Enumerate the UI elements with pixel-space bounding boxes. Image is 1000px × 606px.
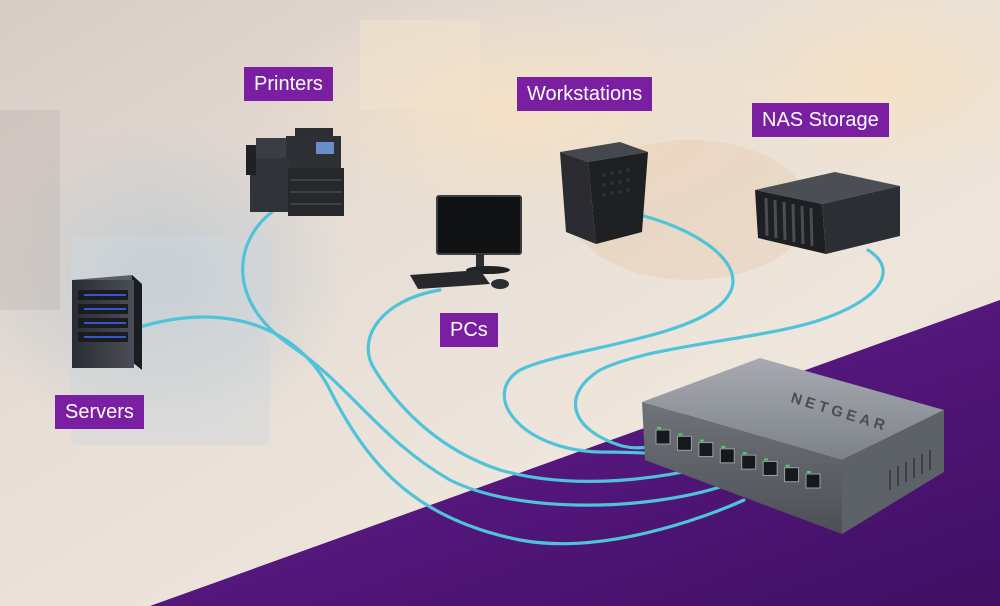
cable-printers [241,210,725,507]
port-led [764,458,769,461]
workstation-icon [560,142,648,244]
server-icon [72,275,142,370]
network-switch: NETGEAR [642,358,944,534]
switch-port [676,435,692,451]
cable-pcs [366,288,704,483]
printer-icon [246,128,344,216]
switch-port [762,460,778,476]
label-workstations: Workstations [517,77,653,111]
label-servers: Servers [55,395,144,429]
port-led [699,439,704,442]
port-led [785,464,790,467]
port-led [721,445,726,448]
switch-port [655,429,671,445]
port-led [742,452,747,455]
label-nas-storage: NAS Storage [752,103,889,137]
cable-servers [138,315,746,546]
port-led [807,471,811,473]
switch-port [805,473,821,489]
label-pcs: PCs [440,313,498,347]
port-led [678,433,683,436]
nas-storage-icon [755,172,900,254]
port-led [657,427,661,429]
switch-port [698,442,714,458]
network-cables [138,210,885,546]
switch-port [741,454,757,470]
cable-nas [573,248,885,450]
switch-port [784,467,800,483]
cable-workstations [502,213,735,455]
label-printers: Printers [244,67,333,101]
switch-ports [655,427,821,489]
pc-icon [410,195,522,289]
switch-port [719,448,735,464]
